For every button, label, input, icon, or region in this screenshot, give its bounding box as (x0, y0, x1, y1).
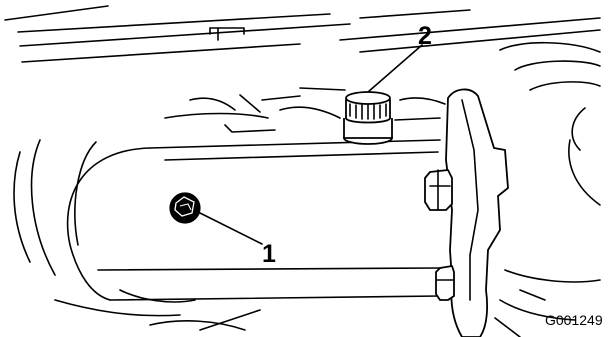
callout-2-label: 2 (418, 22, 432, 50)
drain-plug (170, 193, 200, 223)
tank-body (14, 140, 440, 330)
fill-cap (344, 92, 392, 144)
callout-1-label: 1 (262, 240, 276, 268)
bolt-lower (436, 266, 454, 300)
figure-id: G001249 (545, 312, 603, 328)
frame-bracket (446, 89, 508, 337)
leader-lines (198, 45, 422, 244)
bolt-upper (425, 170, 452, 210)
upper-panel-lines (5, 6, 600, 62)
right-housing (500, 43, 600, 282)
engine-clutter (165, 88, 445, 132)
